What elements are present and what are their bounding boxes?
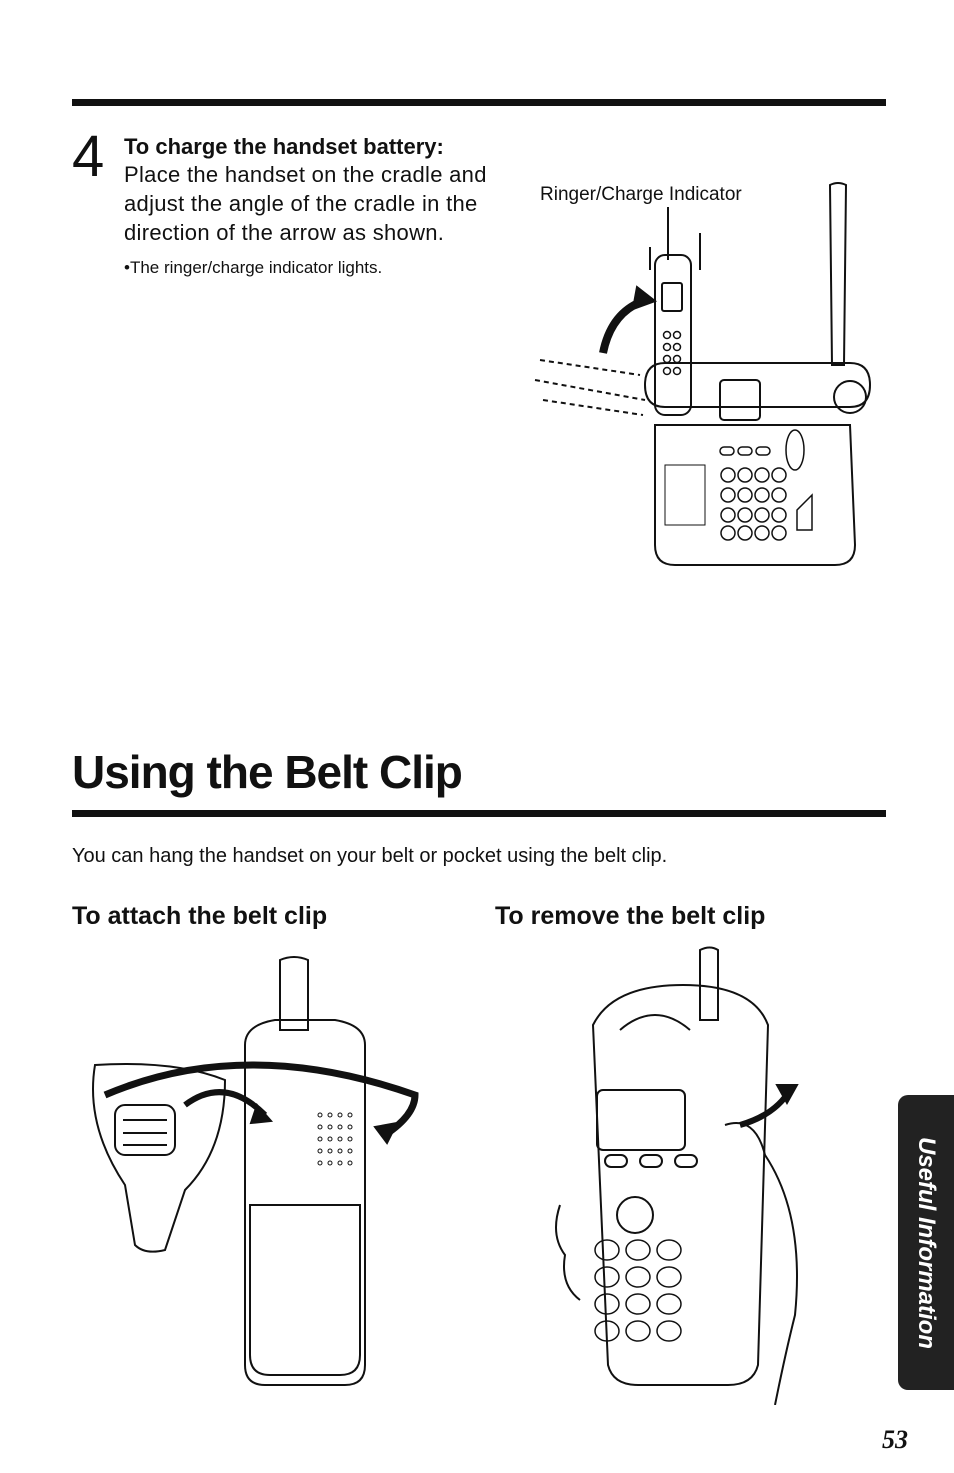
ringer-charge-indicator-label: Ringer/Charge Indicator xyxy=(540,184,742,205)
side-tab: Useful Information xyxy=(898,1095,954,1390)
remove-belt-clip-heading: To remove the belt clip xyxy=(495,902,766,930)
attach-belt-clip-illustration xyxy=(75,955,435,1395)
top-rule xyxy=(72,99,886,106)
step-bullet: •The ringer/charge indicator lights. xyxy=(124,258,383,277)
attach-belt-clip-heading: To attach the belt clip xyxy=(72,902,328,930)
step-body: Place the handset on the cradle and adju… xyxy=(124,162,487,245)
section-rule xyxy=(72,810,886,817)
section-intro: You can hang the handset on your belt or… xyxy=(72,845,668,867)
side-tab-label: Useful Information xyxy=(913,1136,940,1349)
step-number: 4 xyxy=(72,124,105,189)
base-unit-illustration xyxy=(525,175,885,575)
step-heading: To charge the handset battery: xyxy=(124,134,444,159)
page-number: 53 xyxy=(882,1425,908,1454)
remove-belt-clip-illustration xyxy=(545,945,825,1405)
section-title: Using the Belt Clip xyxy=(72,746,463,798)
